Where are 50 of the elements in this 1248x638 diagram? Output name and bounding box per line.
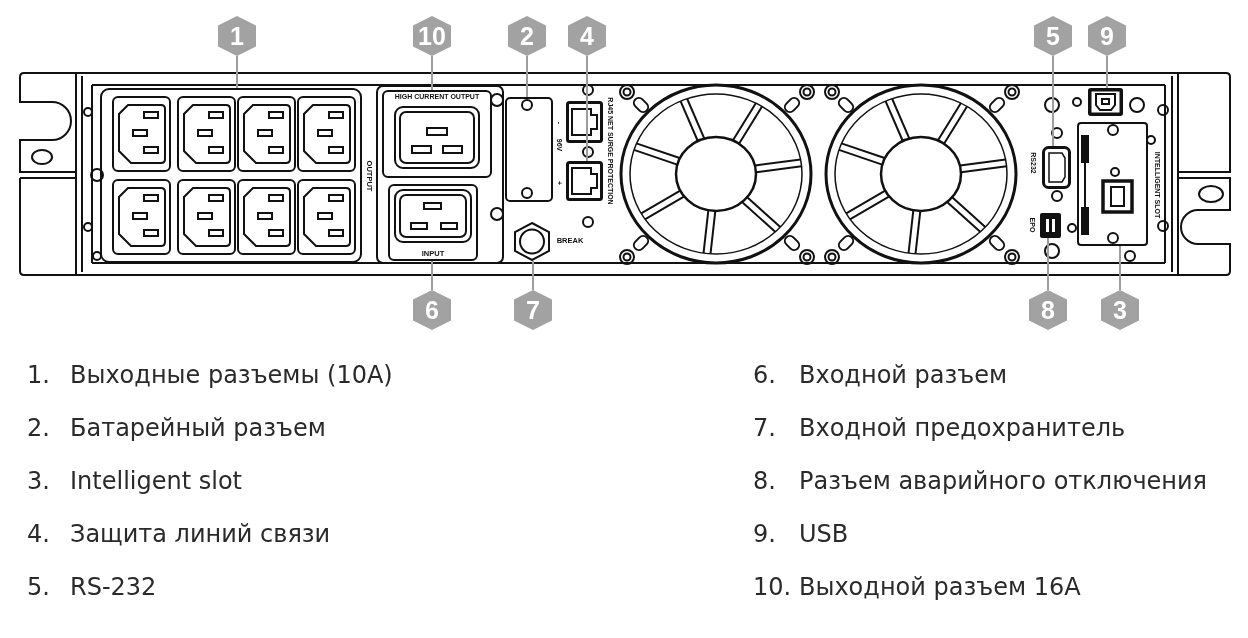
callout-number: 5 [1046, 23, 1060, 49]
list-number: 10. [753, 574, 792, 602]
epo-connector [1040, 213, 1061, 238]
part-description: Батарейный разъем [70, 415, 326, 443]
part-description: Защита линий связи [70, 521, 331, 549]
input-socket-module [388, 184, 478, 261]
leader-line [1047, 237, 1049, 291]
callout-number: 6 [425, 297, 439, 323]
circuit-breaker [513, 222, 551, 261]
part-description: USB [799, 521, 849, 549]
leader-line [532, 260, 534, 291]
part-description: Входной разъем [799, 362, 1008, 390]
callout-number: 4 [580, 23, 594, 49]
leader-line [1052, 55, 1054, 147]
leader-line [1106, 55, 1108, 89]
usb-port [1088, 88, 1123, 116]
part-description: Разъем аварийного отключения [799, 468, 1208, 496]
list-number: 7. [753, 415, 776, 443]
callout-number: 9 [1100, 23, 1114, 49]
part-description: Выходной разъем 16A [799, 574, 1081, 602]
serial-port [1042, 146, 1071, 189]
callout-number: 2 [520, 23, 534, 49]
list-number: 8. [753, 468, 776, 496]
callout-number: 8 [1041, 297, 1055, 323]
outlet-panel [100, 88, 362, 263]
part-description: Выходные разъемы (10A) [70, 362, 393, 390]
callout-number: 7 [526, 297, 540, 323]
list-number: 3. [27, 468, 50, 496]
leader-line [526, 55, 528, 98]
high-current-outlet-module [382, 90, 492, 178]
leader-line [431, 260, 433, 291]
callout-number: 3 [1113, 297, 1127, 323]
leader-line [431, 55, 433, 91]
part-description: Входной предохранитель [799, 415, 1126, 443]
leader-line [1119, 245, 1121, 291]
network-port [566, 161, 603, 201]
part-description: RS-232 [70, 574, 157, 602]
list-number: 2. [27, 415, 50, 443]
callout-number: 1 [230, 23, 244, 49]
list-number: 9. [753, 521, 776, 549]
list-number: 4. [27, 521, 50, 549]
leader-line [586, 55, 588, 162]
list-number: 6. [753, 362, 776, 390]
list-number: 1. [27, 362, 50, 390]
expansion-slot [1077, 122, 1148, 246]
list-number: 5. [27, 574, 50, 602]
leader-line [236, 55, 238, 89]
battery-connector [505, 97, 553, 202]
part-description: Intelligent slot [70, 468, 242, 496]
callout-number: 10 [418, 23, 446, 49]
